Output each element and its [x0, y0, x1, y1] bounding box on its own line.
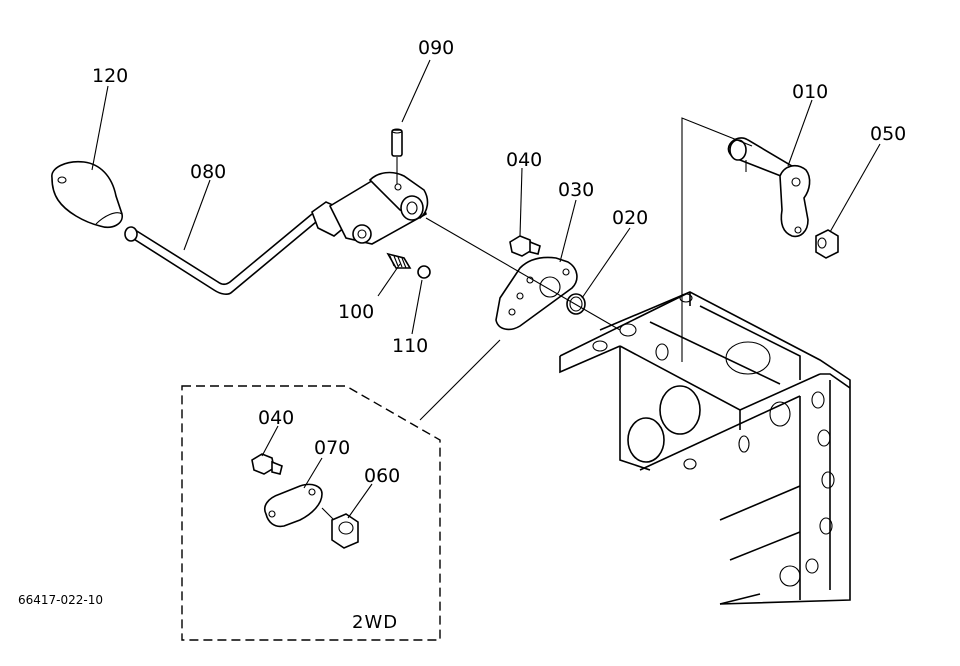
label-020: 020 [612, 207, 648, 229]
inset-leader-line [419, 339, 501, 421]
plug-050 [815, 229, 839, 259]
label-030: 030 [558, 179, 594, 201]
label-010: 010 [792, 81, 828, 103]
drawing-number: 66417-022-10 [18, 593, 103, 607]
assembly-axis-line [425, 217, 621, 331]
label-110: 110 [392, 335, 428, 357]
label-120: 120 [92, 65, 128, 87]
shift-lever-080 [124, 201, 347, 295]
knob-120 [51, 160, 123, 229]
label-100: 100 [338, 301, 374, 323]
inset-2wd-label: 2WD [352, 612, 398, 633]
leader-lines [91, 85, 881, 519]
bolt-040-2wd [251, 453, 283, 475]
bolt-040 [509, 235, 541, 257]
reference-line-010 [681, 117, 753, 362]
label-050: 050 [870, 123, 906, 145]
spring-pin-090 [391, 59, 431, 184]
label-040-main: 040 [506, 149, 542, 171]
shift-arm-housing [328, 171, 429, 245]
label-040-2wd: 040 [258, 407, 294, 429]
cover-plate-030 [495, 256, 578, 331]
label-090: 090 [418, 37, 454, 59]
label-080: 080 [190, 161, 226, 183]
plug-060 [331, 513, 359, 549]
shift-shaft-010 [727, 137, 811, 238]
spring-100 [386, 252, 412, 269]
label-070: 070 [314, 437, 350, 459]
inset-2wd-frame [181, 385, 441, 641]
ball-110 [417, 265, 431, 279]
label-060: 060 [364, 465, 400, 487]
transmission-case [559, 291, 851, 605]
cover-plate-070 [264, 483, 337, 528]
